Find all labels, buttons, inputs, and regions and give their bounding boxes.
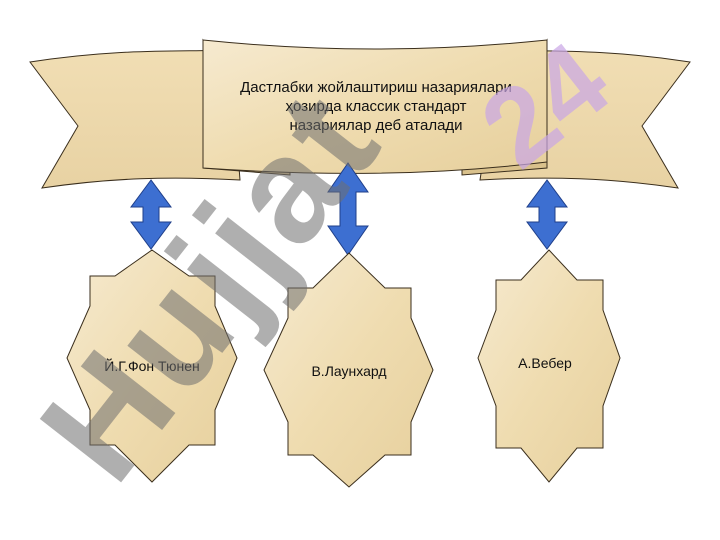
double-arrow-middle bbox=[327, 162, 369, 256]
star-label-weber: А.Вебер bbox=[518, 355, 572, 371]
star-shape-2 bbox=[263, 252, 434, 488]
star-label-launhardt: В.Лаунхард bbox=[311, 363, 387, 379]
double-arrow-left bbox=[130, 179, 172, 250]
double-arrow-right bbox=[526, 179, 568, 250]
banner-line-1: Дастлабки жойлаштириш назариялари bbox=[240, 79, 512, 96]
banner-line-2: ҳозирда классик стандарт bbox=[285, 98, 467, 115]
banner-text: Дастлабки жойлаштириш назариялари ҳозирд… bbox=[206, 78, 546, 135]
banner-left-tail bbox=[29, 49, 241, 189]
banner-main bbox=[202, 39, 548, 174]
star-label-von-thunen: Й.Г.Фон Тюнен bbox=[104, 358, 200, 374]
star-shape-3 bbox=[477, 249, 621, 483]
banner-line-3: назариялар деб аталади bbox=[289, 117, 463, 134]
star-shape-1 bbox=[66, 249, 238, 483]
